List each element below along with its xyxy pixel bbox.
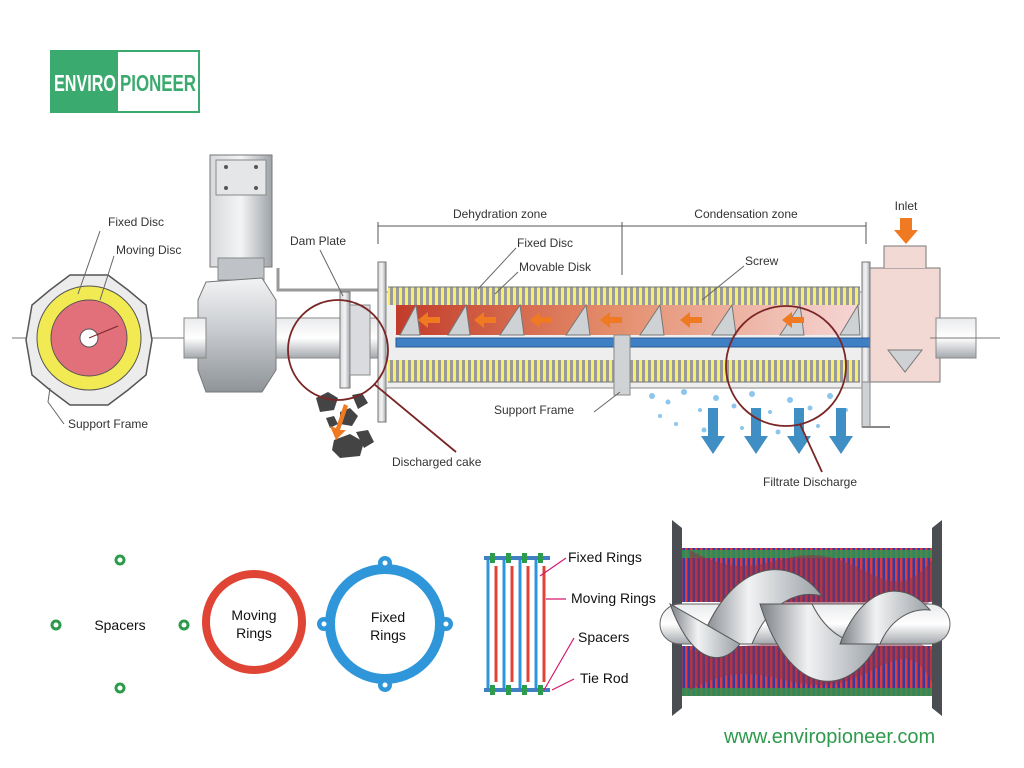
screw-assembly-3d — [659, 520, 951, 716]
spacer-dots — [50, 554, 190, 694]
svg-text:Rings: Rings — [236, 625, 272, 641]
label-support-frame-main: Support Frame — [494, 403, 574, 417]
cake-arrow — [330, 404, 348, 440]
label-stack-fixed-rings: Fixed Rings — [568, 549, 642, 565]
svg-text:Moving: Moving — [231, 607, 276, 623]
logo-text-enviro: ENVIRO — [54, 70, 116, 96]
highlight-circles — [287, 299, 847, 473]
discharged-cake-chunks — [316, 392, 374, 458]
filtrate-highlight-circle — [725, 305, 847, 427]
label-discharged-cake: Discharged cake — [392, 455, 482, 469]
inlet-arrow — [894, 218, 918, 244]
zone-markers — [377, 222, 867, 275]
spacer-dot-left — [50, 619, 62, 631]
logo-text-pioneer: PIONEER — [120, 70, 196, 96]
inlet-hopper — [861, 218, 1000, 428]
label-stack-moving-rings: Moving Rings — [571, 590, 656, 606]
label-dam-plate: Dam Plate — [290, 234, 346, 248]
label-condensation-zone: Condensation zone — [694, 207, 798, 221]
website-url[interactable]: www.enviropioneer.com — [724, 726, 936, 748]
label-moving-disc: Moving Disc — [116, 243, 181, 257]
label-fixed-disc-top: Fixed Disc — [517, 236, 573, 250]
label-filtrate-discharge: Filtrate Discharge — [763, 475, 857, 489]
disc-cross-section — [12, 230, 190, 425]
fixed-ring-legend: Fixed Rings — [317, 556, 453, 692]
label-support-frame-left: Support Frame — [68, 417, 148, 431]
label-inlet: Inlet — [895, 199, 918, 213]
ring-stack — [484, 553, 575, 695]
label-screw: Screw — [745, 254, 779, 268]
dam-plate — [319, 249, 371, 389]
label-dehydration-zone: Dehydration zone — [453, 207, 547, 221]
label-fixed-disc-left: Fixed Disc — [108, 215, 164, 229]
logo: ENVIRO PIONEER — [50, 50, 200, 113]
label-stack-spacers: Spacers — [578, 629, 629, 645]
spacer-dot-bottom — [114, 682, 126, 694]
filtrate-arrows — [701, 408, 853, 454]
label-stack-tie-rod: Tie Rod — [580, 670, 629, 686]
flow-arrows — [418, 312, 804, 328]
main-drum — [377, 261, 937, 423]
moving-ring-legend: Moving Rings — [202, 570, 306, 674]
cake-highlight-circle — [287, 299, 389, 401]
spacer-dot-top — [114, 554, 126, 566]
label-movable-disk: Movable Disk — [519, 260, 592, 274]
svg-text:Rings: Rings — [370, 627, 406, 643]
logo-green-block — [52, 52, 118, 111]
label-spacers-legend: Spacers — [94, 617, 145, 633]
spacer-dot-right — [178, 619, 190, 631]
svg-text:Fixed: Fixed — [371, 609, 405, 625]
filtrate-droplets — [649, 389, 848, 435]
